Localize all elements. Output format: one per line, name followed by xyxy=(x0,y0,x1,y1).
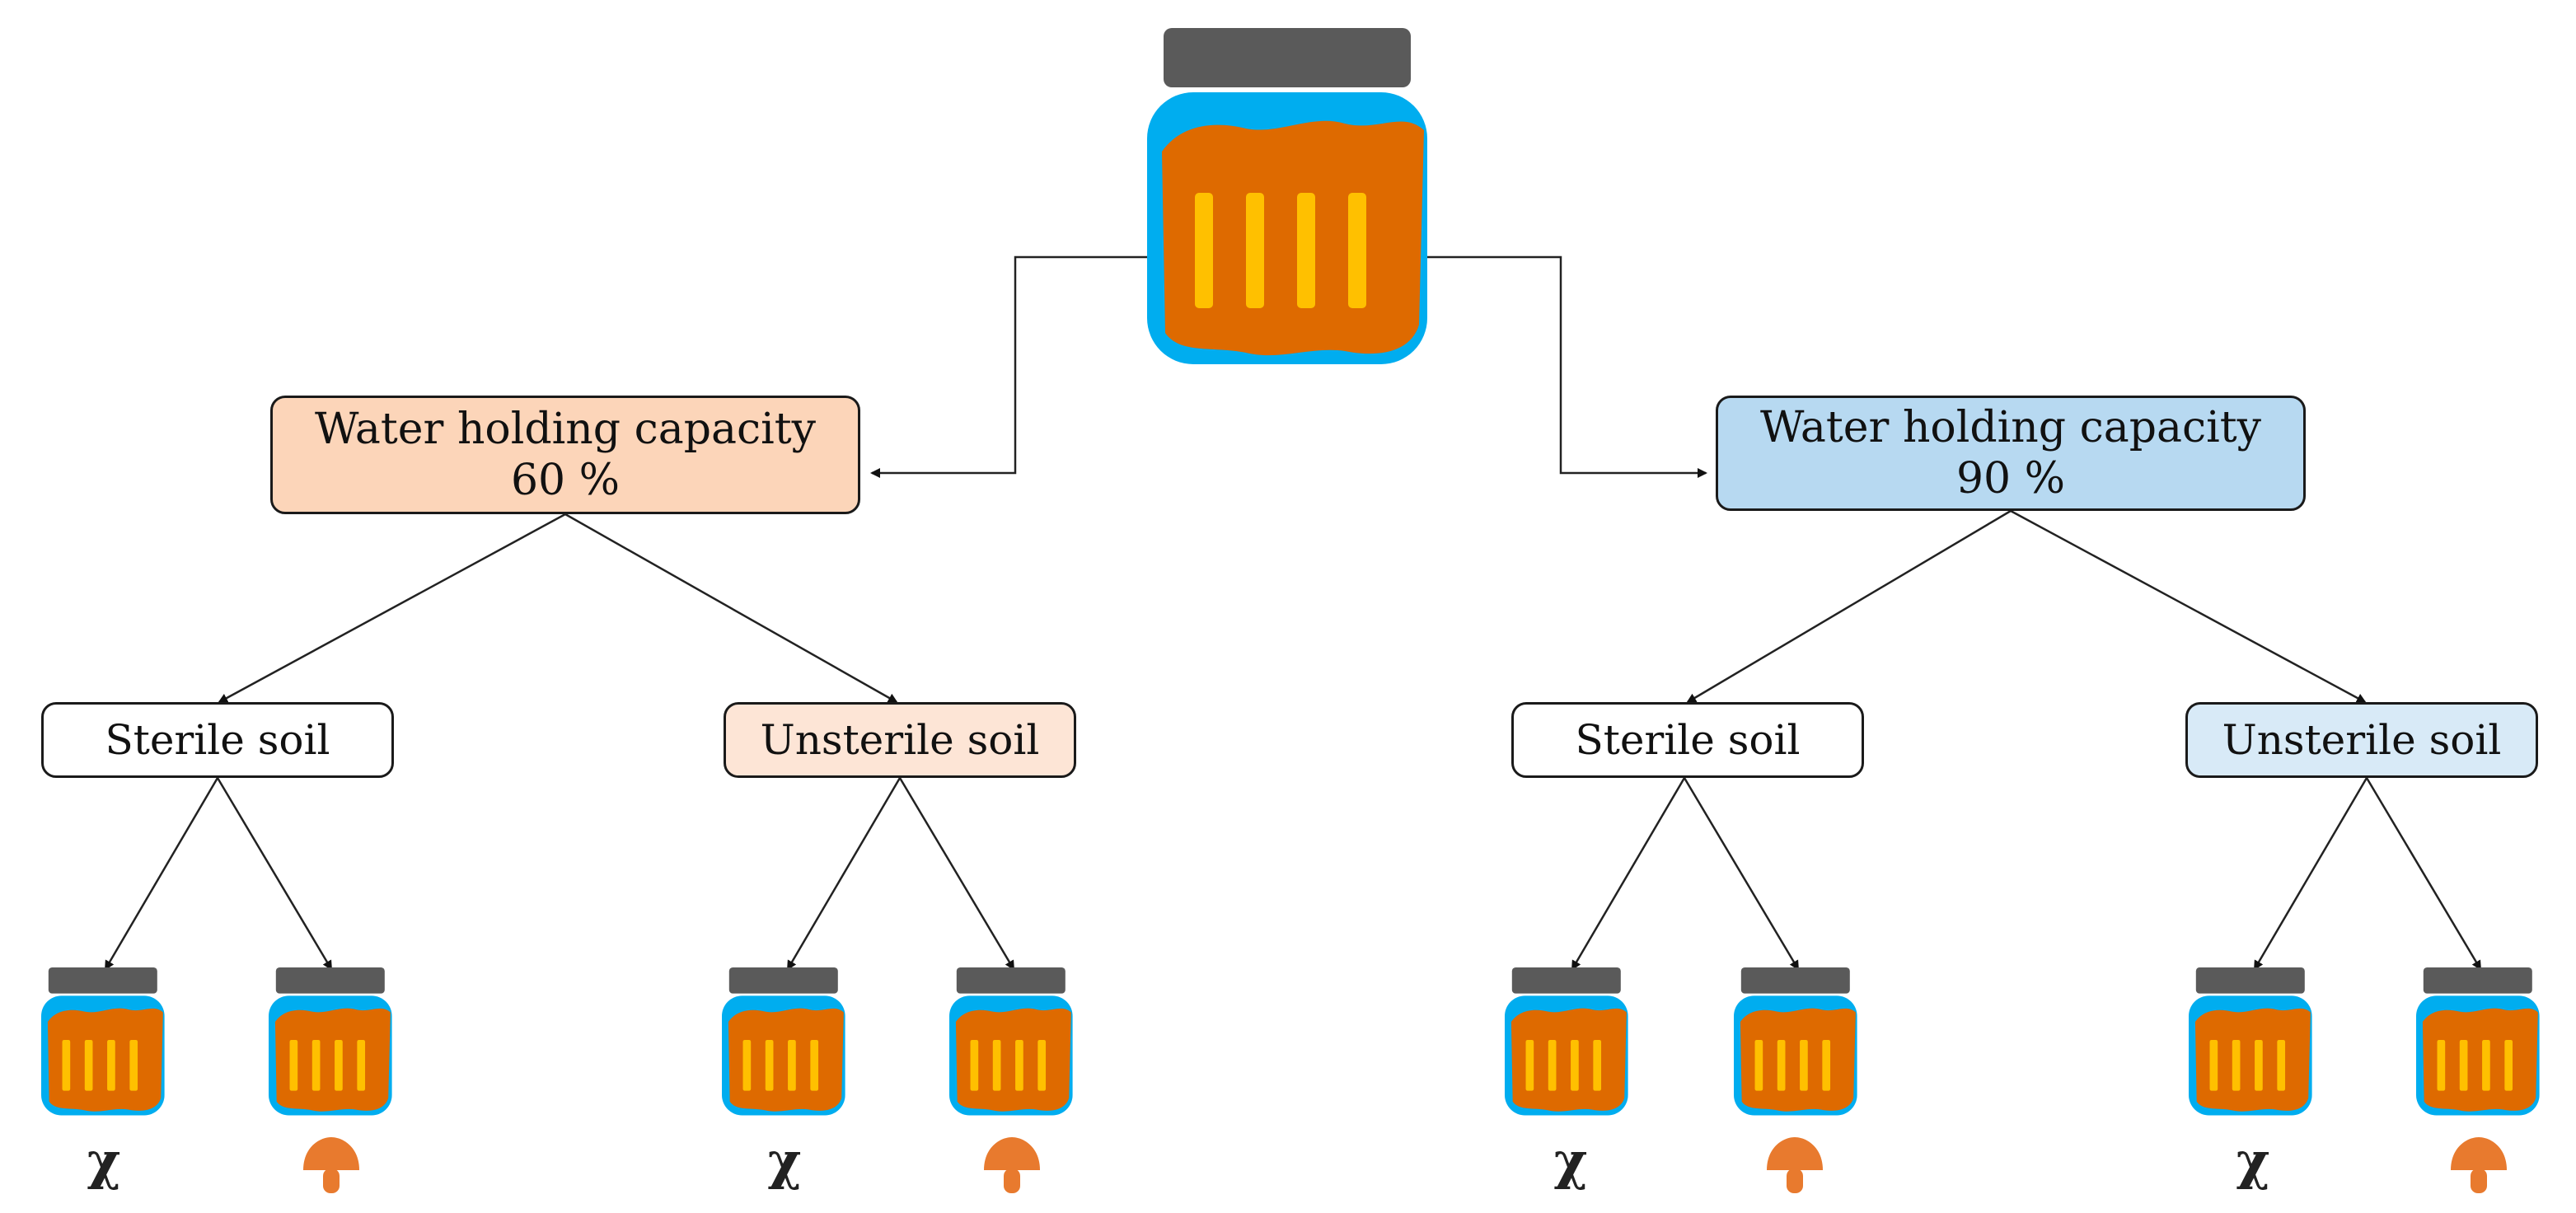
connector-whc60-to-unsterile xyxy=(564,513,898,704)
connector-to-inoculated-jar xyxy=(2365,777,2482,971)
whc-90-value: 90 % xyxy=(1955,454,2066,503)
main-jar-icon xyxy=(1147,28,1427,364)
control-jar-icon xyxy=(41,967,165,1116)
control-marker: χ xyxy=(767,1131,802,1191)
connector-whc90-to-unsterile xyxy=(2010,509,2367,704)
sterile-soil-90-box: Sterile soil xyxy=(1511,702,1864,778)
unsterile-soil-90-box: Unsterile soil xyxy=(2185,702,2538,778)
connector-to-control-jar xyxy=(2253,777,2368,971)
unsterile-soil-60-box: Unsterile soil xyxy=(724,702,1076,778)
mushroom-icon xyxy=(984,1137,1040,1193)
sterile-soil-60-label: Sterile soil xyxy=(105,716,330,764)
inoculated-jar-icon xyxy=(2416,967,2540,1116)
control-jar-icon xyxy=(2189,967,2312,1116)
mushroom-icon xyxy=(1767,1137,1823,1193)
sterile-soil-60-box: Sterile soil xyxy=(41,702,394,778)
whc-60-value: 60 % xyxy=(510,456,621,505)
whc-60-box: Water holding capacity 60 % xyxy=(270,396,860,514)
inoculated-jar-icon xyxy=(269,967,392,1116)
control-marker: χ xyxy=(87,1131,121,1191)
connector-whc90-to-sterile xyxy=(1686,509,2012,704)
control-marker: χ xyxy=(2236,1131,2270,1191)
mushroom-icon xyxy=(2451,1137,2507,1193)
inoculated-jar-icon xyxy=(1734,967,1857,1116)
connector-whc60-to-sterile xyxy=(218,513,566,704)
control-jar-icon xyxy=(722,967,845,1116)
connector-main-to-whc90 xyxy=(1419,255,1707,478)
connector-main-to-whc60 xyxy=(870,255,1147,478)
connector-to-inoculated-jar xyxy=(898,777,1015,971)
control-jar-icon xyxy=(1505,967,1628,1116)
whc-90-label: Water holding capacity xyxy=(1759,402,2262,452)
unsterile-soil-60-label: Unsterile soil xyxy=(760,716,1040,764)
inoculated-jar-icon xyxy=(949,967,1073,1116)
control-marker: χ xyxy=(1553,1131,1588,1191)
sterile-soil-90-label: Sterile soil xyxy=(1575,716,1801,764)
connector-to-inoculated-jar xyxy=(1683,777,1800,971)
whc-90-box: Water holding capacity 90 % xyxy=(1716,396,2306,511)
whc-60-label: Water holding capacity xyxy=(314,404,817,454)
connector-to-control-jar xyxy=(786,777,902,971)
connector-to-control-jar xyxy=(1571,777,1686,971)
mushroom-icon xyxy=(303,1137,359,1193)
connector-to-control-jar xyxy=(104,777,219,971)
unsterile-soil-90-label: Unsterile soil xyxy=(2222,716,2502,764)
connector-to-inoculated-jar xyxy=(216,777,333,971)
